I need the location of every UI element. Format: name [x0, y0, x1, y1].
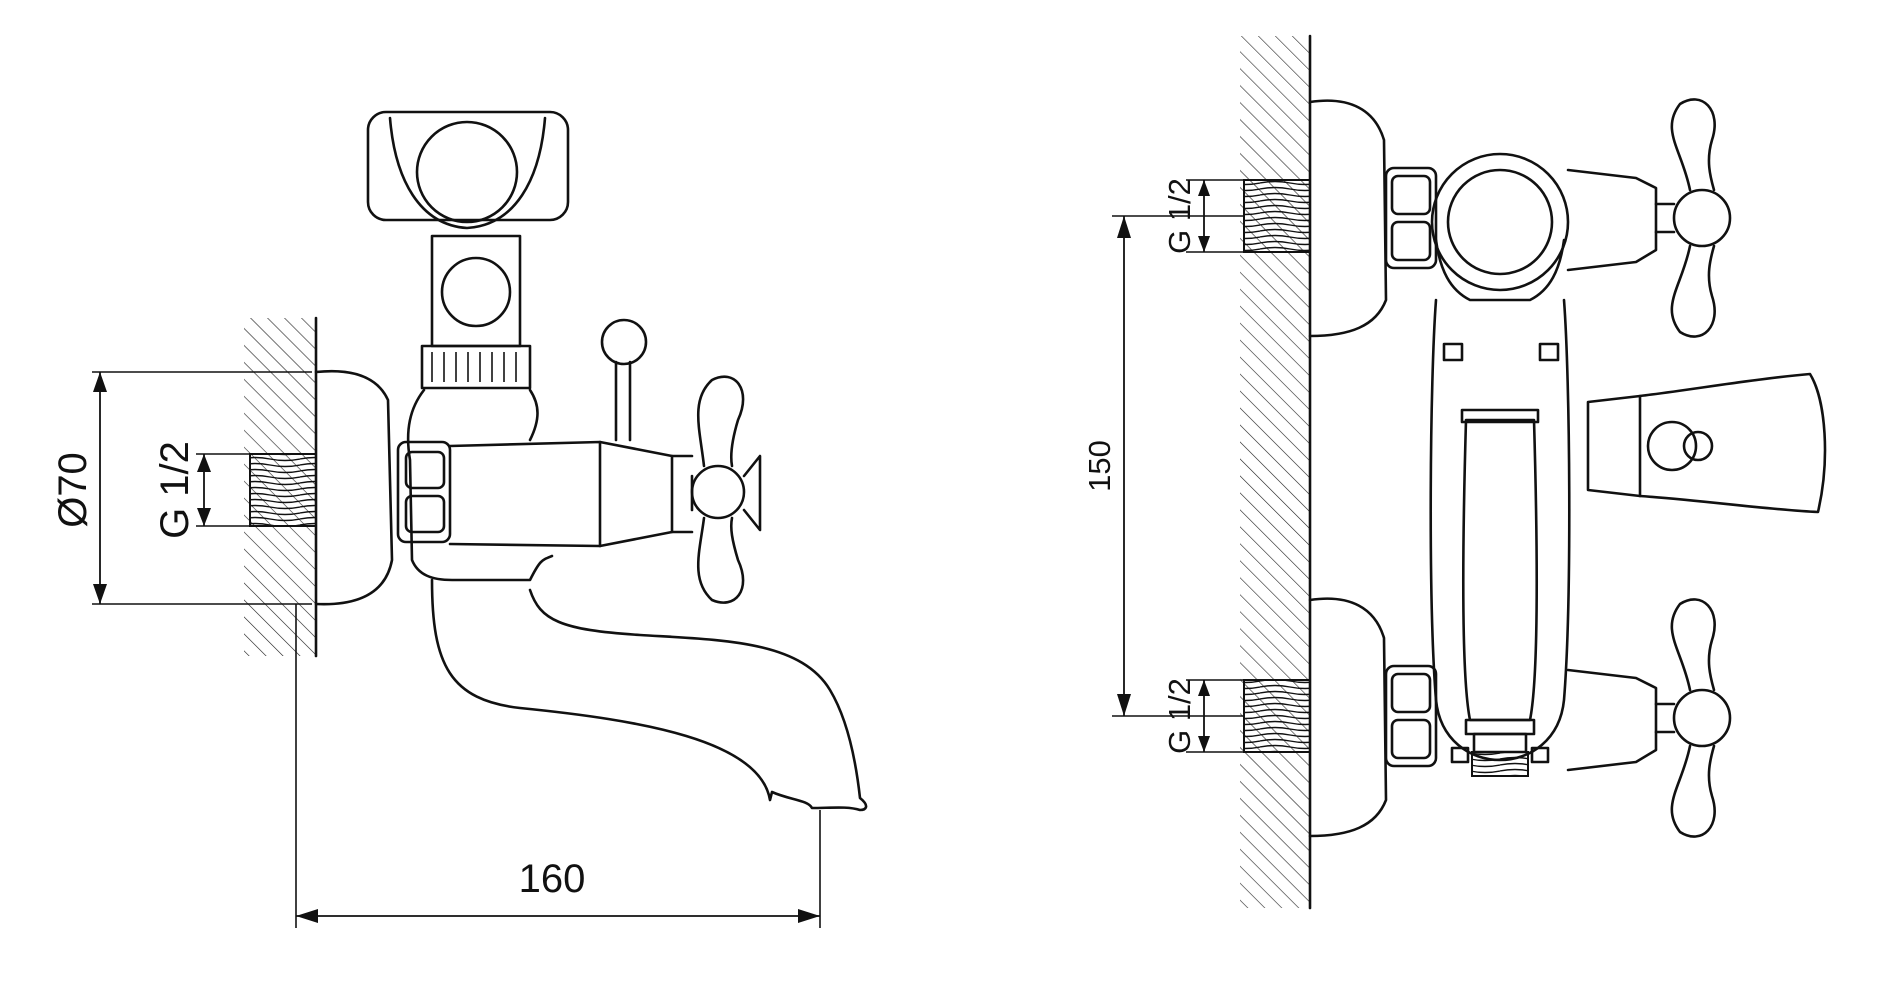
- shower-handset: [1442, 342, 1560, 777]
- diameter-label: Ø70: [51, 452, 95, 528]
- central-body: [1429, 298, 1571, 762]
- cross-handle-side: [690, 375, 762, 604]
- dimension-spacing: 150: [1082, 215, 1244, 717]
- dimension-thread-side: G 1/2: [153, 441, 250, 539]
- cross-handle-bottom: [1654, 598, 1732, 838]
- spacing-label: 150: [1082, 440, 1117, 492]
- diverter-front: [1586, 372, 1827, 514]
- wall-rosette: [314, 369, 394, 606]
- thread-top: [1243, 179, 1311, 253]
- wall-hatch-right: [1240, 34, 1312, 910]
- dimension-length: 160: [295, 604, 821, 928]
- valve-housing-bottom: [1566, 668, 1658, 772]
- length-label: 160: [519, 857, 586, 901]
- valve-housing-top: [1566, 168, 1658, 272]
- nut-bottom: [1384, 664, 1438, 768]
- inlet-thread: [249, 453, 317, 527]
- shower-holder: [366, 110, 570, 390]
- dimension-diameter: Ø70: [51, 371, 312, 605]
- rosette-bottom: [1308, 597, 1388, 838]
- side-view: Ø70 G 1/2 160: [51, 110, 868, 928]
- diverter-knob: [600, 318, 648, 442]
- front-view: G 1/2 G 1/2 150: [1082, 34, 1827, 910]
- nut-top: [1384, 166, 1438, 270]
- valve-body: [406, 388, 554, 582]
- spout: [430, 578, 868, 812]
- valve-housing: [448, 440, 674, 548]
- thread-bottom: [1243, 679, 1311, 753]
- rosette-top: [1308, 99, 1388, 338]
- thread-label-side: G 1/2: [153, 441, 197, 539]
- valve-nut: [396, 440, 452, 544]
- cross-handle-top: [1654, 98, 1732, 338]
- shower-holder-front: [1430, 152, 1570, 302]
